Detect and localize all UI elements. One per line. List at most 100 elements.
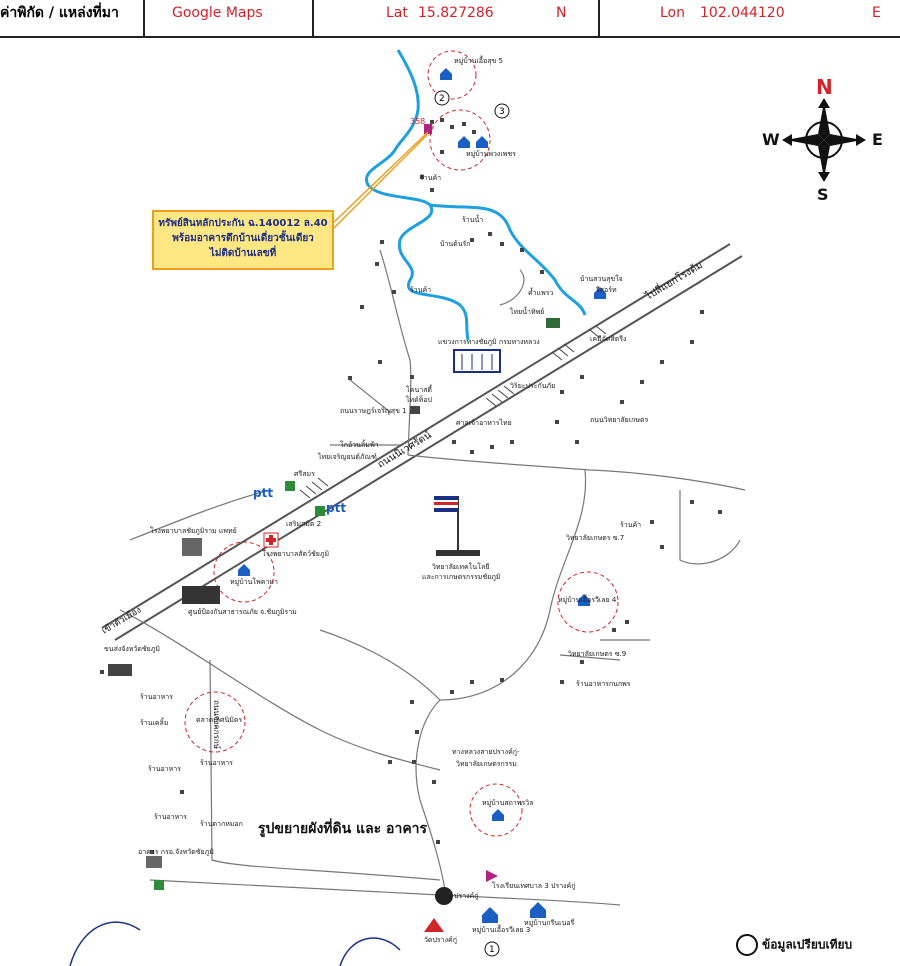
compass-e: E — [872, 130, 883, 149]
label-center: ศูนย์ป้องกันสาธารณภัย จ.ชัยภูมิราม — [188, 608, 297, 616]
label-market: ตลาดเลิศนิมิตร — [196, 716, 242, 724]
svg-text:2: 2 — [439, 94, 445, 104]
flag-icon — [434, 496, 480, 556]
crosswalks — [299, 325, 607, 499]
label-khaosaoi: บ้านสวนสุขใจ — [580, 274, 623, 283]
bus-icon — [108, 664, 132, 676]
label-kaset7: วิทยาลัยเกษตร ซ.7 — [566, 534, 624, 542]
legend-label: ข้อมูลเปรียบเทียบ — [762, 937, 853, 952]
callout-line-3: ไม่ติดบ้านเลขที่ — [209, 248, 277, 259]
legend: ข้อมูลเปรียบเทียบ — [736, 934, 852, 956]
callout-leader-2 — [333, 133, 429, 229]
label-kaset9: วิทยาลัยเกษตร ซ.9 — [568, 650, 626, 658]
label-highway-dept: แขวงการทางชัยภูมิ กรมทางหลวง — [438, 338, 540, 346]
river — [364, 49, 470, 341]
label-college2: และการเกษตรกรรมชัยภูมิ — [422, 573, 501, 581]
boundary-arc — [69, 921, 141, 966]
label-sriamorn: ศรีสมร — [294, 470, 315, 478]
callout-line-2: พร้อมอาคารตึกบ้านเดี่ยวชั้นเดียว — [172, 233, 314, 244]
label-vil-green: หมู่บ้านกรีนเนอรี่ — [524, 918, 575, 927]
svg-text:1: 1 — [489, 945, 495, 955]
label-shop-cold: ร้านเคลิ้ม — [140, 716, 168, 727]
label-food2: ร้านอาหาร — [148, 765, 181, 773]
label-food1: ร้านอาหาร — [140, 693, 173, 701]
temple-icon — [424, 918, 444, 932]
label-road-college: ถนนวิทยาลัยเกษตร — [590, 416, 649, 424]
label-kham: ค้ำแพรว — [528, 286, 553, 297]
label-temple: วัดปรางค์กู่ — [424, 936, 457, 944]
label-highway-link: ทางหลวงสายปรางค์กู่- — [452, 748, 520, 756]
svg-text:3: 3 — [499, 107, 505, 117]
label-highway-link2: วิทยาลัยเกษตรกรรม — [456, 760, 517, 768]
callout-leader — [333, 131, 429, 223]
marker-2: 2 — [434, 90, 450, 106]
compass-rose-icon: N S W E — [762, 76, 883, 204]
label-food3: ร้านอาหาร — [200, 759, 233, 767]
label-phuang: หมู่บ้านพวงเพชร — [466, 150, 516, 158]
site-map: 358 2 3 1 — [69, 49, 746, 966]
collateral-callout: ทรัพย์สินหลักประกัน ฉ.140012 ล.40 พร้อมอ… — [152, 210, 334, 270]
site-number: 358 — [410, 117, 425, 126]
label-food-thai: ศาลเจ้าอาหารไทย — [456, 418, 512, 427]
label-hospital-vet: โรงพยาบาลสัตว์ชัยภูมิ — [262, 549, 329, 558]
factory-icon — [546, 318, 560, 328]
lon-value: 102.044120 — [700, 5, 785, 21]
svg-text:ptt: ptt — [253, 486, 273, 500]
river-branch — [429, 203, 587, 316]
label-resort: รีสอร์ท — [596, 286, 617, 294]
header-divider — [143, 0, 145, 36]
lat-value: 15.827286 — [418, 5, 494, 21]
map-header: ค่าพิกัด / แหล่งที่มา Google Maps Lat 15… — [0, 0, 900, 38]
compass-s: S — [817, 185, 829, 204]
label-vil-sathaphorn: หมู่บ้านสถาพรวิล — [482, 799, 533, 807]
cross-icon — [263, 532, 279, 548]
source-value: Google Maps — [172, 5, 263, 21]
label-market-left: เคมีอัดสิตรีง — [590, 335, 626, 343]
label-to-junction: ไปสี่แยกโรงต้ม — [641, 257, 704, 303]
label-thaihotop: ไทด์ท็อป — [405, 395, 432, 404]
bank-icon — [146, 856, 162, 868]
coord-label: ค่าพิกัด / แหล่งที่มา — [0, 5, 119, 21]
subject-site-marker — [424, 124, 432, 134]
lon-label: Lon — [660, 5, 685, 21]
label-tonrak: บ้านต้นรัก — [440, 240, 471, 248]
label-school-office: เสริมสมิต 2 — [286, 520, 321, 528]
label-road-ks: ถนนจงคกรกษ์ — [212, 700, 222, 749]
label-shop2: ร้านค้า — [410, 286, 431, 294]
label-to-city: เข้าตัวเมือง — [100, 604, 143, 636]
lat-direction: N — [556, 5, 567, 21]
area-circles — [184, 50, 619, 837]
center-building-icon — [182, 586, 220, 604]
label-thaicharoen: ไทยเจริญยนต์ภัณฑ์ — [317, 452, 377, 461]
header-divider — [312, 0, 314, 36]
local-roads — [119, 249, 746, 906]
label-food4: ร้านอาหาร — [154, 813, 187, 821]
label-food-kon: ร้านอาหารกนกพร — [576, 680, 631, 688]
label-college: วิทยาลัยเทคโนโลยี — [432, 562, 489, 571]
house-dots — [100, 118, 722, 854]
header-divider — [598, 0, 600, 36]
plan-title: รูปขยายผังที่ดิน และ อาคาร — [258, 821, 428, 837]
seven-eleven-icon — [154, 481, 325, 890]
svg-text:ptt: ptt — [326, 501, 346, 515]
lat-label: Lat — [386, 5, 408, 21]
label-v5: หมู่บ้านเอื้อสุข 5 — [454, 54, 503, 65]
label-shop-right: ร้านค้า — [620, 521, 641, 529]
label-school3: โรงเรียนเทศบาล 3 ปรางค์กู่ — [492, 881, 575, 890]
label-insurance: วิริยะประกันภัย — [510, 382, 555, 390]
label-nong: ร้านตากหมอก — [200, 820, 243, 828]
label-vil-phokha: หมู่บ้านโพคามา — [230, 577, 278, 586]
main-highway — [101, 243, 743, 641]
school-flag-icon — [486, 870, 498, 882]
ptt-logo-icon: ptt ptt — [253, 486, 346, 515]
shop-icon — [410, 406, 420, 414]
label-vil-ruen3: หมู่บ้านเอื้อรวีเลย 3 — [472, 923, 530, 934]
label-shop1: ร้านค้า — [420, 174, 441, 182]
label-bus: ขนส่งจังหวัดชัยภูมิ — [104, 645, 160, 653]
label-hospital: โรงพยาบาลชัยภูมิราม แพทย์ — [150, 526, 237, 535]
label-pumpwater: ร้านน้ำ — [462, 213, 483, 224]
label-bank: อาคาร กรอ.จังหวัดชัยภูมิ — [138, 848, 214, 856]
label-prangku: ปรางค์กู่ — [454, 892, 478, 900]
compass-n: N — [816, 76, 833, 99]
roundabout-icon — [435, 887, 453, 905]
